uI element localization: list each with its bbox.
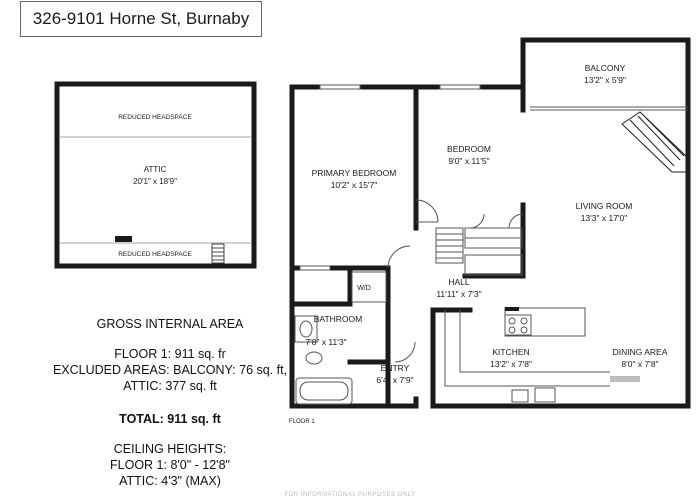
kitchen-counter <box>444 310 610 387</box>
kitchen-island <box>504 307 586 337</box>
kitchen-dims: 13'2" x 7'8" <box>490 359 532 369</box>
attic-plan: REDUCED HEADSPACE ATTIC 20'1" x 18'9" RE… <box>54 81 257 269</box>
floor-label: FLOOR 1 <box>289 419 315 425</box>
hall-name: HALL <box>448 277 470 287</box>
washer-dryer <box>351 271 387 303</box>
attic-hatch <box>115 236 132 242</box>
entry-name: ENTRY <box>381 363 410 373</box>
kitchen-name: KITCHEN <box>492 347 529 357</box>
footer-note: FOR INFORMATIONAL PURPOSES ONLY <box>284 492 416 498</box>
wd-label: W/D <box>357 285 371 292</box>
attic-dims: 20'1" x 18'9" <box>133 177 177 186</box>
floor1-plan: BALCONY 13'2" x 5'9" BEDROOM 9'0" x 11'5… <box>289 37 691 425</box>
ceiling-heights: CEILING HEIGHTS: FLOOR 1: 8'0" - 12'8" A… <box>40 441 300 489</box>
attic-name: ATTIC <box>144 165 167 174</box>
door-swing-primary <box>387 245 411 269</box>
gross-area-title: GROSS INTERNAL AREA <box>96 317 244 331</box>
hall-dims: 11'11" x 7'3" <box>436 289 481 299</box>
window-bedroom <box>439 84 481 90</box>
toilet <box>305 351 323 365</box>
bedroom-dims: 9'0" x 11'5" <box>448 156 489 166</box>
area-details: FLOOR 1: 911 sq. fr EXCLUDED AREAS: BALC… <box>40 346 300 394</box>
entry-dims: 6'4" x 7'9" <box>376 375 413 385</box>
primary-bedroom-name: PRIMARY BEDROOM <box>312 168 397 178</box>
attic-bottom-headspace-label: REDUCED HEADSPACE <box>118 251 192 258</box>
living-room-name: LIVING ROOM <box>576 201 633 211</box>
primary-bedroom-dims: 10'2" x 15'7" <box>331 180 378 190</box>
address-text: 326-9101 Horne St, Burnaby <box>32 9 250 28</box>
bedroom-name: BEDROOM <box>447 144 491 154</box>
balcony-dims: 13'2" x 5'9" <box>584 75 626 85</box>
balcony-name: BALCONY <box>585 63 626 73</box>
door-swing-bedroom <box>415 199 439 223</box>
area-total: TOTAL: 911 sq. ft <box>119 412 221 426</box>
area-excluded: EXCLUDED AREAS: BALCONY: 76 sq. ft, <box>52 363 288 377</box>
bathtub <box>295 377 353 405</box>
attic-top-headspace-label: REDUCED HEADSPACE <box>118 114 192 121</box>
area-attic: ATTIC: 377 sq. ft <box>123 379 217 393</box>
bathroom-dims: 7'8" x 11'3" <box>305 337 346 347</box>
cooktop <box>504 314 532 336</box>
kitchen-sink <box>534 387 556 403</box>
dining-area-dims: 8'0" x 7'8" <box>621 359 658 369</box>
bathroom-name: BATHROOM <box>314 314 362 324</box>
attic-ladder-icon <box>211 243 225 264</box>
living-room-dims: 13'3" x 17'0" <box>581 213 628 223</box>
dishwasher <box>511 389 529 403</box>
window-closet <box>299 265 331 271</box>
ceiling-title: CEILING HEIGHTS: <box>113 442 227 456</box>
dining-area-name: DINING AREA <box>613 347 668 357</box>
attic-outline <box>54 81 257 269</box>
address-title: 326-9101 Horne St, Burnaby <box>20 1 262 37</box>
ceiling-attic: ATTIC: 4'3" (MAX) <box>119 474 221 488</box>
range-hood <box>505 307 519 311</box>
ceiling-floor1: FLOOR 1: 8'0" - 12'8" <box>110 458 230 472</box>
hall-closet <box>464 254 523 276</box>
door-swing-closet <box>469 213 485 229</box>
door-swing-bath <box>394 341 416 363</box>
bath-vanity <box>294 315 318 343</box>
area-floor1: FLOOR 1: 911 sq. fr <box>114 347 226 361</box>
window-primary <box>319 84 361 90</box>
fireplace-icon <box>621 111 689 173</box>
